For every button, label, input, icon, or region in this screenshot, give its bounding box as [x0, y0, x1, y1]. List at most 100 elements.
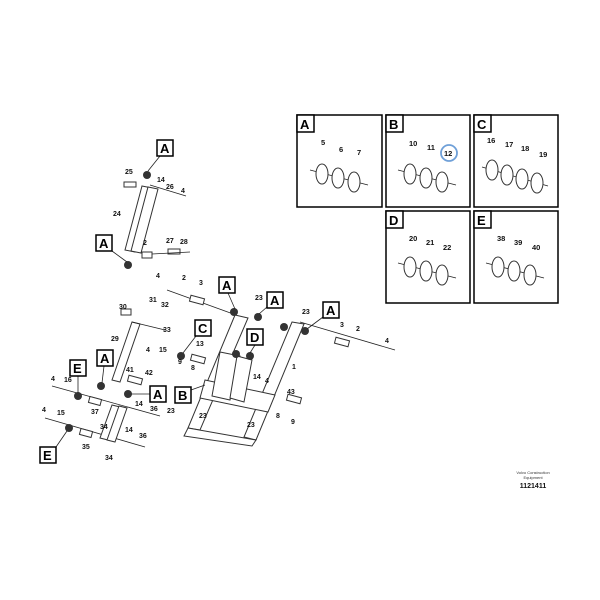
detail-box-c[interactable]: C 16 17 18 19	[473, 114, 559, 208]
callout-label: 33	[163, 327, 171, 334]
callout-label: A	[326, 303, 336, 318]
callout-label: 23	[247, 422, 255, 429]
callout-label: 4	[265, 378, 269, 385]
callout-label: 14	[253, 374, 261, 381]
callout-label: 17	[505, 140, 513, 149]
ref-a-7: A	[131, 385, 167, 403]
callout-label: 40	[532, 243, 540, 252]
callout-label: 23	[199, 413, 207, 420]
callout-label: 37	[91, 409, 99, 416]
callout-label: 8	[191, 365, 195, 372]
detail-box-b[interactable]: B 10 11 12	[385, 114, 471, 208]
callout-label: 29	[111, 336, 119, 343]
callout-label: A	[160, 141, 170, 156]
callout-label: 26	[166, 184, 174, 191]
callout-label: 32	[161, 302, 169, 309]
drawing-footer: Volvo Construction Equipment 1121411	[516, 470, 549, 490]
callout-label: 4	[42, 407, 46, 414]
callout-label: 4	[156, 273, 160, 280]
callout-label: 14	[157, 177, 165, 184]
callout-label: 18	[521, 144, 529, 153]
callout-label: 30	[119, 304, 127, 311]
callout-label: 4	[51, 376, 55, 383]
callout-label: 28	[180, 239, 188, 246]
callout-label: C	[198, 321, 208, 336]
ref-a-6: A	[96, 349, 114, 384]
main-lift-frame	[166, 289, 396, 447]
ref-a-5: A	[306, 301, 340, 330]
ref-a-2: A	[95, 234, 128, 263]
ref-d: D	[246, 328, 264, 354]
callout-label: 36	[139, 433, 147, 440]
callout-label: 22	[443, 243, 451, 252]
callout-label: E	[477, 213, 486, 228]
callout-label: 34	[105, 455, 113, 462]
callout-label: 15	[57, 410, 65, 417]
letter-references: A A A A A A A C D E B E	[39, 139, 340, 464]
callout-label: 16	[64, 377, 72, 384]
callout-label: Equipment	[523, 475, 543, 480]
callout-label: 3	[340, 322, 344, 329]
callout-label: A	[270, 293, 280, 308]
callout-label: A	[222, 278, 232, 293]
callout-label: 23	[255, 295, 263, 302]
callout-label: 11	[427, 143, 435, 152]
ref-c: C	[182, 319, 212, 354]
callout-label: 14	[135, 401, 143, 408]
callout-label: 3	[199, 280, 203, 287]
callout-label: 4	[146, 347, 150, 354]
callout-label: B	[178, 388, 187, 403]
callout-label: 27	[166, 238, 174, 245]
ref-a-1: A	[147, 139, 174, 172]
callout-label: 14	[125, 427, 133, 434]
callout-label: 21	[426, 238, 434, 247]
callout-label: B	[389, 117, 398, 132]
callout-label: 2	[356, 326, 360, 333]
callout-label: 15	[159, 347, 167, 354]
callout-label: 35	[82, 444, 90, 451]
ref-e-1: E	[69, 359, 87, 393]
callout-label: 34	[100, 424, 108, 431]
callout-label: E	[43, 448, 52, 463]
callout-label: 13	[196, 341, 204, 348]
callout-label: A	[300, 117, 310, 132]
callout-label: 43	[287, 389, 295, 396]
callout-label: 36	[150, 406, 158, 413]
callout-label: 39	[514, 238, 522, 247]
callout-label: D	[250, 330, 259, 345]
callout-label: 4	[385, 338, 389, 345]
drawing-number: 1121411	[520, 483, 547, 490]
callout-label: 31	[149, 297, 157, 304]
callout-label: 25	[125, 169, 133, 176]
callout-label: A	[100, 351, 110, 366]
detail-box-d[interactable]: D 20 21 22	[385, 210, 471, 304]
callout-label: 20	[409, 234, 417, 243]
ref-b: B	[174, 384, 206, 404]
callout-label: 2	[143, 240, 147, 247]
callout-label: E	[73, 361, 82, 376]
callout-label: 2	[182, 275, 186, 282]
callout-label: Volvo Construction	[516, 470, 549, 475]
callout-label: A	[99, 236, 109, 251]
callout-label: C	[477, 117, 487, 132]
highlight-circle	[440, 144, 458, 162]
callout-label: 1	[292, 364, 296, 371]
callout-label: 41	[126, 367, 134, 374]
upper-link-assembly	[123, 171, 191, 269]
callout-label: 42	[145, 370, 153, 377]
callout-label: D	[389, 213, 398, 228]
callout-label: 24	[113, 211, 121, 218]
callout-label: 5	[321, 138, 325, 147]
detail-box-a[interactable]: A 5 6 7	[296, 114, 383, 208]
highlighted-part-label: 12	[444, 149, 452, 158]
ref-e-2: E	[39, 430, 68, 464]
callout-label: 9	[291, 419, 295, 426]
callout-label: 9	[178, 359, 182, 366]
detail-box-e[interactable]: E 38 39 40	[473, 210, 559, 304]
ref-a-4: A	[258, 291, 284, 315]
callout-label: A	[153, 387, 163, 402]
callout-label: 8	[276, 413, 280, 420]
callout-label: 23	[167, 408, 175, 415]
callout-label: 38	[497, 234, 505, 243]
